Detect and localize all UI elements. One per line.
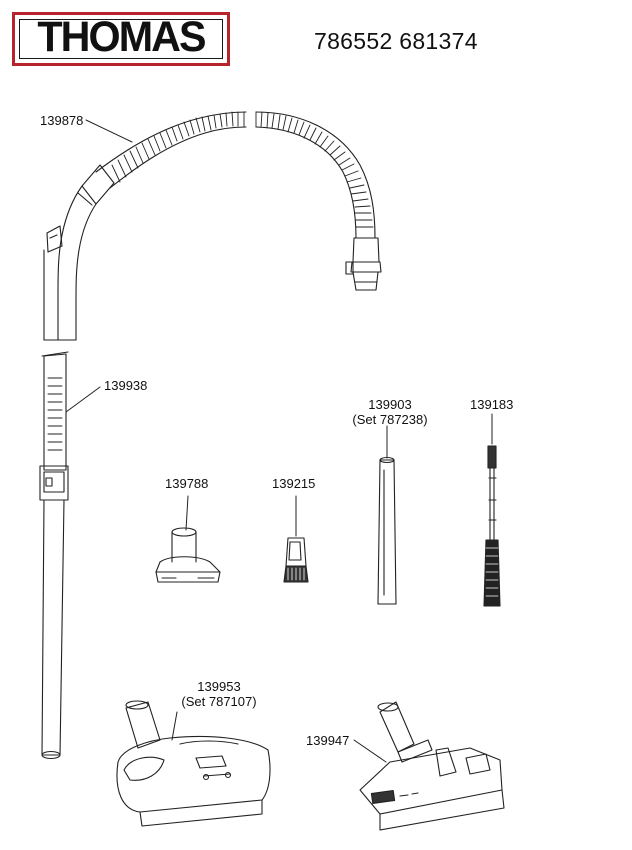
part-label-turbo-brush: 139953 (Set 787107) (178, 679, 260, 709)
crevice-nozzle-part (377, 456, 397, 605)
logo-frame (19, 19, 223, 59)
hose-part (43, 111, 382, 341)
radiator-brush-part (483, 445, 501, 607)
thomas-logo: THOMAS (12, 12, 230, 66)
leader-tube (65, 386, 101, 413)
document-number: 786552 681374 (314, 28, 478, 54)
part-number-radiator-brush: 139183 (470, 397, 514, 412)
leader-upholstery (185, 495, 189, 531)
part-number-hose: 139878 (40, 113, 84, 128)
upholstery-nozzle-part (155, 527, 221, 583)
part-number-telescopic-tube: 139938 (104, 378, 148, 393)
telescopic-tube-part (39, 351, 69, 760)
part-number-turbo-brush: 139953 (197, 679, 241, 694)
part-number-upholstery-nozzle: 139788 (165, 476, 209, 491)
part-label-crevice-nozzle: 139903 (Set 787238) (350, 397, 430, 427)
turbo-brush-part (116, 700, 271, 827)
leader-hose (85, 119, 133, 143)
logo-text: THOMAS (37, 13, 206, 61)
part-number-brush-nozzle: 139215 (272, 476, 316, 491)
part-number-floor-nozzle: 139947 (306, 733, 350, 748)
brush-nozzle-part (283, 537, 309, 583)
part-number-crevice-nozzle: 139903 (368, 397, 412, 412)
leader-floor (353, 739, 387, 763)
set-number-crevice-nozzle: (Set 787238) (352, 412, 428, 427)
floor-nozzle-part (359, 701, 505, 831)
leader-turbo (171, 711, 178, 741)
set-number-turbo-brush: (Set 787107) (181, 694, 257, 709)
